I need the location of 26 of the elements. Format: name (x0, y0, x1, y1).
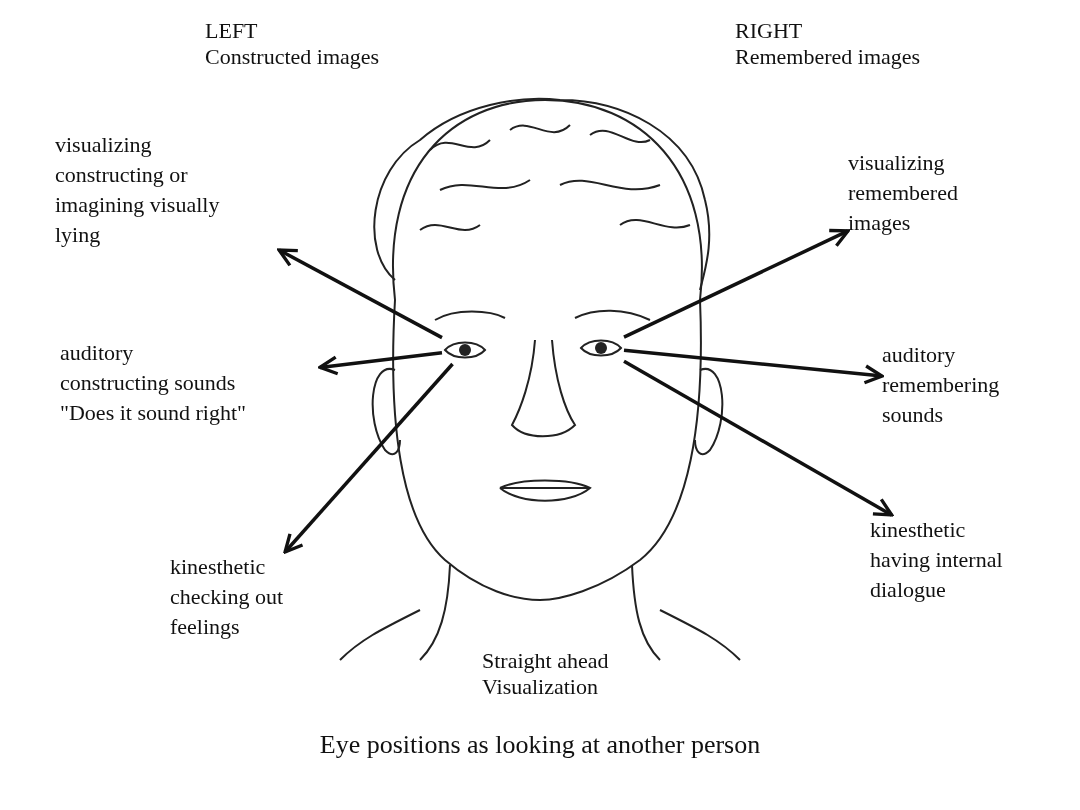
category-label: visualizing (848, 149, 946, 177)
category-label: kinesthetic (870, 516, 967, 544)
category-label: auditory (882, 341, 957, 369)
figure-caption: Eye positions as looking at another person (318, 732, 762, 758)
description-text: constructing sounds (60, 369, 237, 397)
arrow (623, 359, 894, 517)
arrow (623, 228, 850, 339)
side-heading: LEFT (205, 18, 258, 44)
side-subheading: Remembered images (735, 44, 921, 70)
arrow (283, 362, 454, 554)
category-label: auditory (60, 339, 135, 367)
description-text: remembering sounds (882, 371, 1001, 429)
description-text: having internal dialogue (870, 546, 1004, 604)
arrow (623, 348, 884, 385)
description-text: remembered images (848, 179, 959, 237)
description-text: "Does it sound right" (60, 399, 247, 427)
side-subheading: Constructed images (205, 44, 380, 70)
note-text: Visualization (482, 674, 598, 700)
category-label: visualizing (55, 131, 153, 159)
description-text: lying (55, 221, 102, 249)
side-heading: RIGHT (735, 18, 803, 44)
note-text: Straight ahead (482, 648, 609, 674)
description-text: checking out feelings (170, 583, 285, 641)
category-label: kinesthetic (170, 553, 267, 581)
arrow (277, 248, 443, 340)
arrow (318, 351, 443, 376)
